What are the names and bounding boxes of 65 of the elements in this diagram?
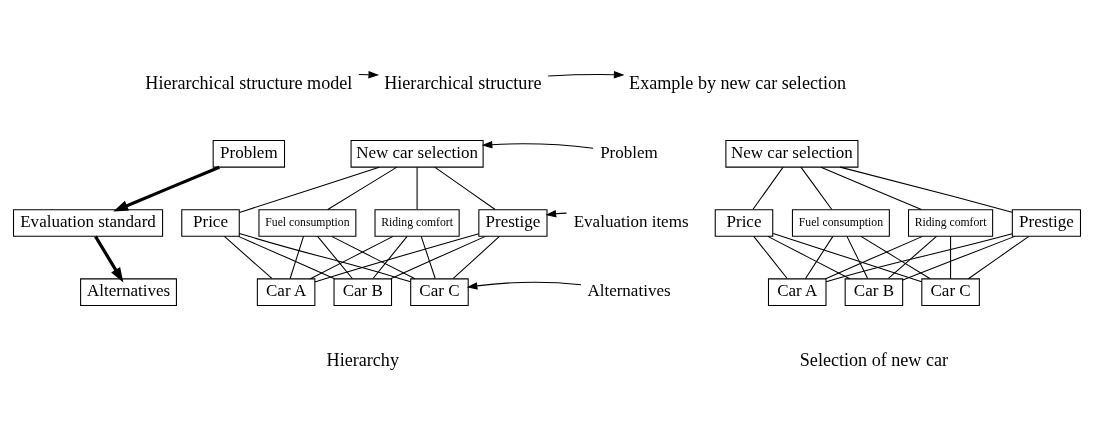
label: Hierarchy xyxy=(326,349,399,370)
node-text: Alternatives xyxy=(587,280,671,300)
connector xyxy=(772,232,923,282)
connector xyxy=(950,235,952,279)
connector xyxy=(887,235,938,279)
connector xyxy=(825,232,1013,282)
node-box: Car C xyxy=(410,277,469,306)
connector xyxy=(902,235,1016,280)
arrow xyxy=(466,281,582,290)
connector xyxy=(372,235,408,279)
node-text: Problem xyxy=(600,142,658,162)
connector xyxy=(390,235,486,279)
connector xyxy=(839,166,1013,213)
connector xyxy=(825,235,923,279)
node-box: Car C xyxy=(921,277,980,306)
node-box: Car B xyxy=(333,277,393,306)
node-box: New car selection xyxy=(725,139,859,168)
node-text: Evaluation items xyxy=(573,211,689,231)
node-box: Price xyxy=(181,208,240,237)
node-box: Prestige xyxy=(1011,208,1081,237)
connector xyxy=(967,235,1030,279)
connector xyxy=(767,235,851,279)
node-box: Evaluation standard xyxy=(13,208,164,237)
connector xyxy=(452,235,500,279)
arrow xyxy=(545,209,567,217)
node-box: Alternatives xyxy=(80,277,177,306)
connector xyxy=(238,232,412,282)
node-text: Hierarchical structure xyxy=(384,72,542,93)
connector xyxy=(289,235,305,279)
connector xyxy=(416,166,418,210)
connector xyxy=(420,235,436,279)
connector xyxy=(820,166,922,210)
connector xyxy=(238,166,380,213)
connector xyxy=(804,235,834,279)
connector xyxy=(331,235,416,279)
arrow xyxy=(547,70,625,78)
label: Selection of new car xyxy=(799,349,949,370)
connector xyxy=(237,235,336,279)
node-box: Fuel consumption xyxy=(791,208,890,237)
node-box: Car A xyxy=(767,277,827,306)
node-box: Riding comfort xyxy=(374,208,460,237)
connector xyxy=(223,235,273,279)
node-text: Example by new car selection xyxy=(629,72,847,93)
connector xyxy=(753,235,788,279)
connector xyxy=(434,166,496,210)
connector xyxy=(317,235,353,279)
node-box: Prestige xyxy=(478,208,548,237)
connector xyxy=(800,166,833,210)
node-box: Riding comfort xyxy=(908,208,994,237)
connector xyxy=(860,235,931,279)
node-text: Hierarchical structure model xyxy=(145,72,353,93)
arrow xyxy=(94,235,124,283)
node-box: Price xyxy=(714,208,774,237)
connector xyxy=(327,166,398,210)
node-box: Car A xyxy=(256,277,316,306)
node-box: Problem xyxy=(212,139,286,168)
connector xyxy=(309,235,394,279)
node-box: New car selection xyxy=(350,139,484,168)
connector xyxy=(314,232,480,282)
connector xyxy=(752,166,784,210)
arrow xyxy=(481,140,594,149)
arrow xyxy=(113,165,220,211)
connector xyxy=(846,235,869,279)
node-box: Fuel consumption xyxy=(258,208,357,237)
node-box: Car B xyxy=(844,277,904,306)
